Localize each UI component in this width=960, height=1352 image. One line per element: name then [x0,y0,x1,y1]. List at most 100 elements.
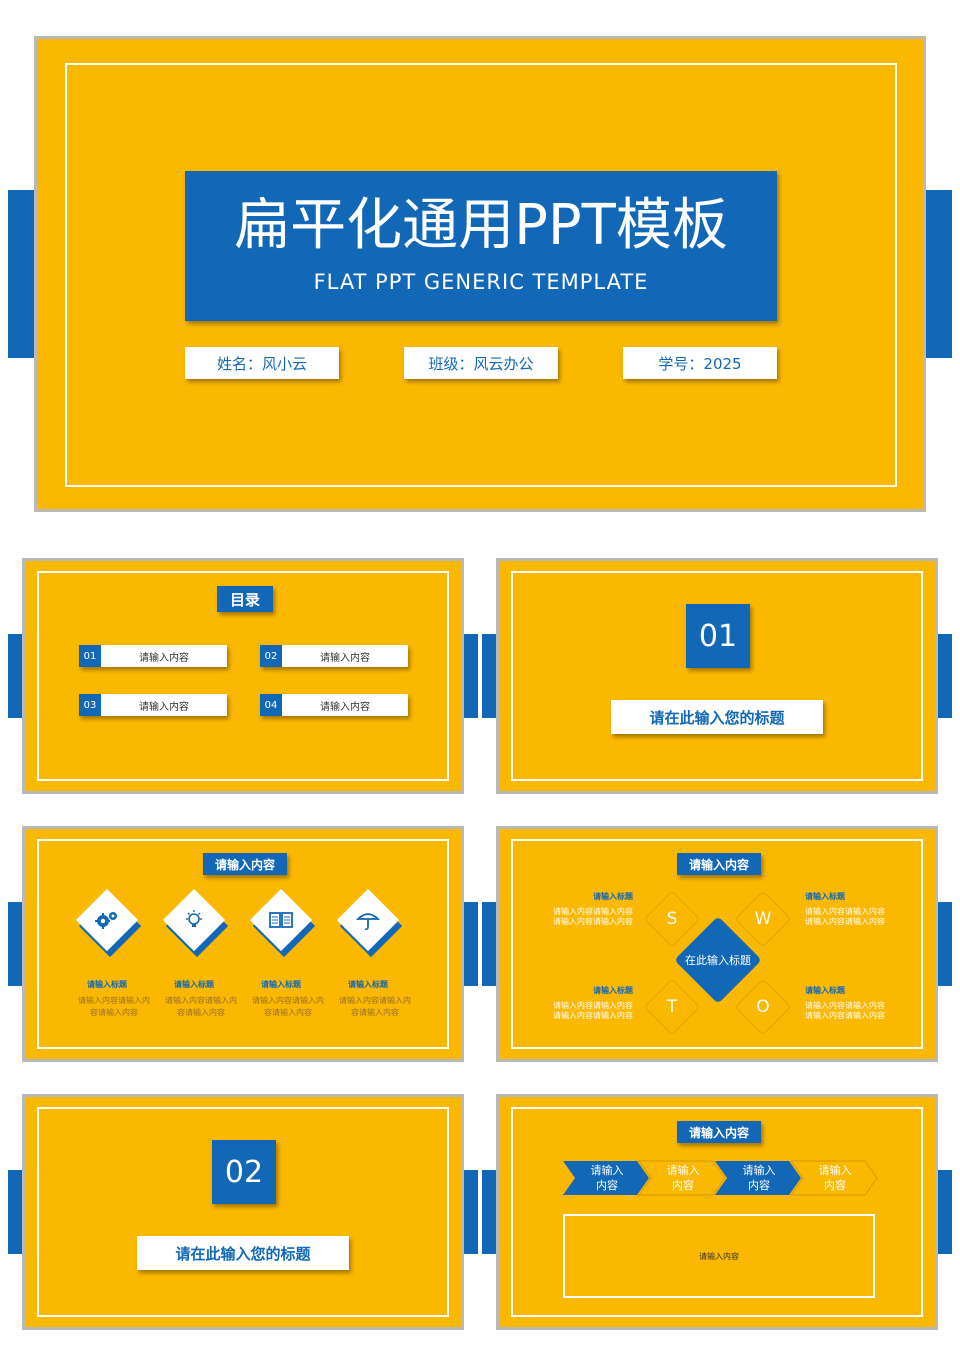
section2-inner-frame [37,1107,449,1317]
toc-item-label: 请输入内容 [320,652,370,664]
step-line: 内容 [748,1179,770,1192]
process-slide[interactable]: 请输入内容 请输入内容 请输入内容 请输入内容 请输入内容 请输入内容 [496,1094,938,1330]
cover-title-box: 扁平化通用PPT模板 FLAT PPT GENERIC TEMPLATE [185,171,777,321]
process-right-tab [934,1170,952,1254]
swot-block-s: 请输入标题 请输入内容请输入内容 请输入内容请输入内容 [535,891,633,927]
icon-item-heading: 请输入标题 [174,979,214,989]
toc-item-3[interactable]: 03 请输入内容 [79,694,227,716]
icon-item-body: 请输入内容请输入内容请输入内容 [165,996,237,1017]
section1-left-tab [482,634,500,718]
swot-inner-frame [511,839,923,1049]
swot-block-heading: 请输入标题 [593,892,633,901]
section1-inner-frame [511,571,923,781]
swot-block-heading: 请输入标题 [805,892,845,901]
icons-slide[interactable]: 请输入内容 请输入标题 请输入内容请输入内容请输入内容 请输入标题 请输入内容请… [22,826,464,1062]
toc-slide[interactable]: 目录 01 请输入内容 02 请输入内容 03 请输入内容 04 请输入内容 [22,558,464,794]
icon-item-heading: 请输入标题 [348,979,388,989]
toc-title: 目录 [217,586,273,612]
swot-block-line: 请输入内容请输入内容 [805,1001,885,1010]
chevron-step-3 [715,1161,801,1195]
icon-item-body: 请输入内容请输入内容请输入内容 [78,996,150,1017]
section2-slide[interactable]: 02 请在此输入您的标题 [22,1094,464,1330]
toc-item-label: 请输入内容 [139,701,189,713]
toc-item-4[interactable]: 04 请输入内容 [260,694,408,716]
swot-block-heading: 请输入标题 [805,986,845,995]
step-line: 请输入 [666,1164,700,1177]
step-line: 请输入 [742,1164,776,1177]
icon-item-body: 请输入内容请输入内容请输入内容 [339,996,411,1017]
swot-t-letter: T [666,997,678,1017]
gears-icon [85,898,129,942]
process-content-box: 请输入内容 [563,1214,875,1298]
step-line: 内容 [596,1179,618,1192]
step-line: 请输入 [818,1164,852,1177]
swot-block-line: 请输入内容请输入内容 [805,917,885,926]
toc-item-num: 02 [260,645,282,667]
swot-slide[interactable]: 请输入内容 S W T O 在此输入标题 请输入标题 请输入内容请输入内容 请输… [496,826,938,1062]
toc-inner-frame [37,571,449,781]
swot-block-line: 请输入内容请输入内容 [805,907,885,916]
cover-slide[interactable]: 扁平化通用PPT模板 FLAT PPT GENERIC TEMPLATE 姓名：… [34,36,926,512]
book-icon [259,898,303,942]
icons-inner-frame [37,839,449,1049]
swot-block-line: 请输入内容请输入内容 [553,917,633,926]
swot-block-t: 请输入标题 请输入内容请输入内容 请输入内容请输入内容 [535,985,633,1021]
cover-subtitle: FLAT PPT GENERIC TEMPLATE [313,270,649,294]
swot-block-heading: 请输入标题 [593,986,633,995]
process-chevrons [563,1160,878,1196]
lightbulb-icon [172,898,216,942]
process-step-1: 请输入内容 [565,1161,649,1195]
process-title: 请输入内容 [677,1121,761,1143]
section2-right-tab [460,1170,478,1254]
section1-number: 01 [686,604,750,668]
cover-name-field: 姓名：风小云 [185,347,339,379]
swot-block-line: 请输入内容请输入内容 [553,1011,633,1020]
cover-class-field: 班级：风云办公 [404,347,558,379]
section2-number: 02 [212,1140,276,1204]
toc-item-2[interactable]: 02 请输入内容 [260,645,408,667]
swot-block-o: 请输入标题 请输入内容请输入内容 请输入内容请输入内容 [805,985,903,1021]
toc-item-label: 请输入内容 [320,701,370,713]
process-step-3: 请输入内容 [717,1161,801,1195]
icon-item-heading: 请输入标题 [87,979,127,989]
process-step-4: 请输入内容 [793,1161,877,1195]
chevron-step-1 [563,1161,649,1195]
section1-title: 请在此输入您的标题 [611,700,823,734]
toc-item-label: 请输入内容 [139,652,189,664]
chevron-step-4 [789,1160,878,1196]
step-line: 请输入 [590,1164,624,1177]
swot-o-letter: O [756,997,770,1017]
toc-right-tab [460,634,478,718]
toc-item-num: 03 [79,694,101,716]
icon-item-body: 请输入内容请输入内容请输入内容 [252,996,324,1017]
step-line: 内容 [824,1179,846,1192]
swot-block-line: 请输入内容请输入内容 [553,907,633,916]
swot-title: 请输入内容 [677,853,761,875]
process-inner-frame [511,1107,923,1317]
process-left-tab [482,1170,500,1254]
step-line: 内容 [672,1179,694,1192]
umbrella-icon [346,898,390,942]
toc-item-1[interactable]: 01 请输入内容 [79,645,227,667]
toc-item-num: 04 [260,694,282,716]
icon-item-heading: 请输入标题 [261,979,301,989]
icons-right-tab [460,902,478,986]
swot-w-letter: W [754,909,772,929]
cover-inner-frame [65,63,897,487]
toc-item-num: 01 [79,645,101,667]
cover-id-field: 学号：2025 [623,347,777,379]
process-step-2: 请输入内容 [641,1161,725,1195]
chevron-step-2 [637,1160,726,1196]
section1-right-tab [934,634,952,718]
section2-title: 请在此输入您的标题 [137,1236,349,1270]
cover-title: 扁平化通用PPT模板 [234,192,728,258]
section1-slide[interactable]: 01 请在此输入您的标题 [496,558,938,794]
swot-block-line: 请输入内容请输入内容 [805,1011,885,1020]
swot-right-tab [934,902,952,986]
swot-s-letter: S [666,909,678,929]
swot-center-label: 在此输入标题 [685,954,751,967]
swot-block-w: 请输入标题 请输入内容请输入内容 请输入内容请输入内容 [805,891,903,927]
icons-title: 请输入内容 [203,853,287,875]
swot-left-tab [482,902,500,986]
swot-block-line: 请输入内容请输入内容 [553,1001,633,1010]
